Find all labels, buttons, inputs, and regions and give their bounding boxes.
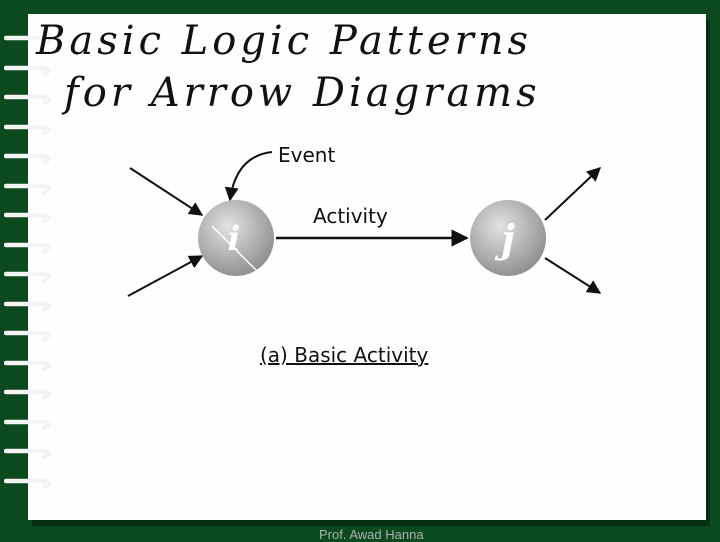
diagram-caption: (a) Basic Activity (260, 343, 428, 367)
activity-label: Activity (313, 204, 388, 228)
outgoing-arrow-top (545, 168, 600, 220)
incoming-arrow-top (130, 168, 202, 215)
event-label: Event (278, 143, 335, 167)
node-i-label: i (228, 219, 241, 259)
incoming-arrow-bottom (128, 256, 202, 296)
event-pointer-arrow (230, 152, 272, 200)
outgoing-arrow-bottom (545, 258, 600, 293)
